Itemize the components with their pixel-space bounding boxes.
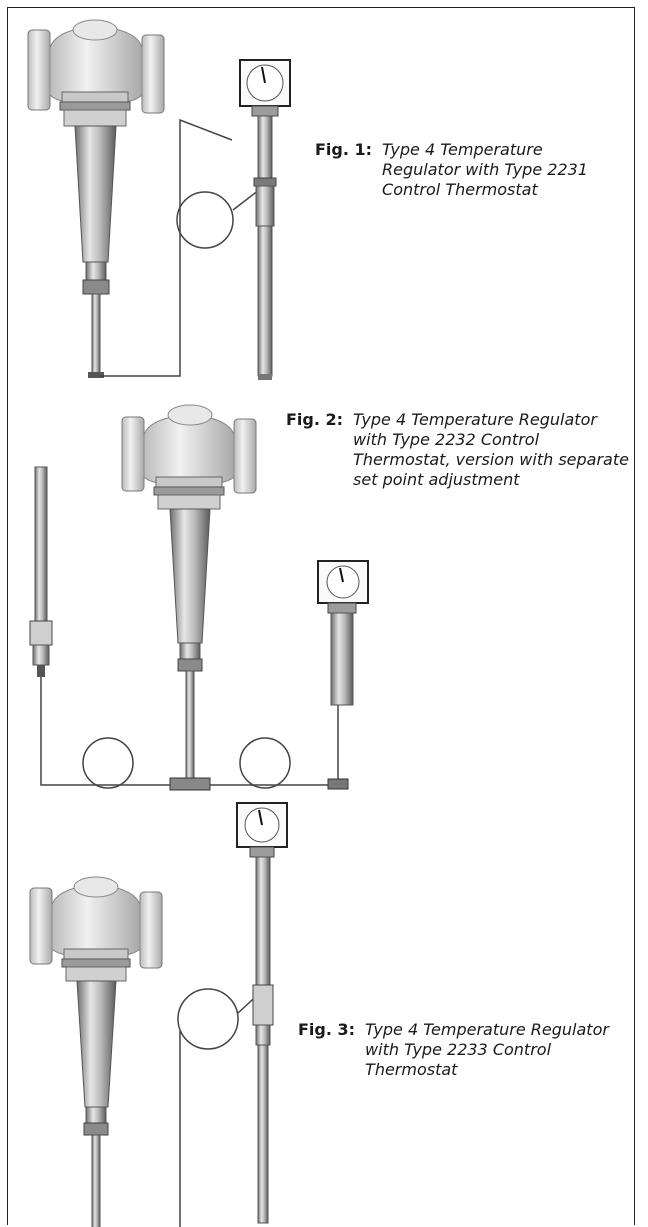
figure-label: Fig. 1: — [315, 140, 373, 159]
valve-body — [121, 404, 257, 510]
valve-body — [27, 19, 165, 127]
figure-2-illustration — [29, 404, 369, 791]
figure-3-caption: Fig. 3: Type 4 Temperature Regulator wit… — [298, 1020, 618, 1080]
figure-2-caption: Fig. 2: Type 4 Temperature Regulator wit… — [286, 410, 631, 490]
valve-body — [29, 876, 163, 982]
capillary-tube — [40, 677, 170, 786]
capillary-tube — [100, 118, 233, 377]
figure-2: Fig. 2: Type 4 Temperature Regulator wit… — [0, 395, 648, 795]
figure-1: Fig. 1: Type 4 Temperature Regulator wit… — [0, 0, 648, 395]
thermostat — [239, 59, 291, 380]
actuator — [74, 125, 117, 263]
figure-text: Type 4 Temperature Regulator with Type 2… — [365, 1020, 609, 1079]
thermostat — [236, 802, 288, 1224]
set-point-adjuster — [317, 560, 369, 706]
figure-3-illustration — [29, 802, 288, 1227]
capillary-tube — [179, 1031, 181, 1227]
figure-text: Type 4 Temperature Regulator with Type 2… — [382, 140, 588, 199]
figure-3: Fig. 3: Type 4 Temperature Regulator wit… — [0, 795, 648, 1227]
figure-1-illustration — [27, 19, 291, 380]
figure-text: Type 4 Temperature Regulator with Type 2… — [353, 410, 629, 489]
temperature-sensor — [29, 466, 53, 677]
actuator — [76, 980, 117, 1108]
figure-label: Fig. 3: — [298, 1020, 356, 1039]
page-frame — [7, 7, 635, 1225]
figure-label: Fig. 2: — [286, 410, 344, 429]
figure-1-caption: Fig. 1: Type 4 Temperature Regulator wit… — [315, 140, 615, 200]
actuator — [169, 508, 211, 644]
